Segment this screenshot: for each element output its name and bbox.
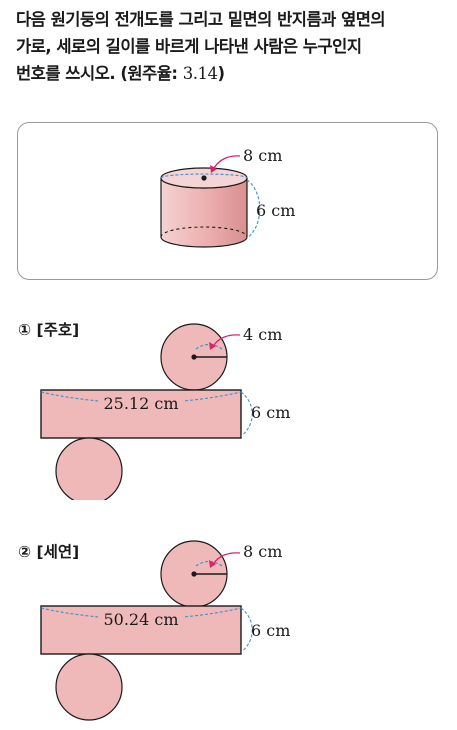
question-line-3: 번호를 쓰시오. (원주율: 3.14) xyxy=(16,60,446,87)
option-1-net-figure: 4 cm 25.12 cm 6 cm xyxy=(40,323,290,500)
height-dashed-brace xyxy=(246,179,261,239)
given-cylinder-box xyxy=(17,122,438,280)
option-2-radius-leader-arrow xyxy=(213,552,241,564)
option-2-center-dot xyxy=(191,571,197,577)
option-2-radius-label: 8 cm xyxy=(243,542,282,561)
option-1-radius-arrowhead xyxy=(209,342,216,350)
cylinder-bottom-hidden-edge xyxy=(160,226,248,238)
option-1-center-dot xyxy=(191,354,197,360)
option-1-bottom-circle xyxy=(55,437,123,500)
question-line-3-prefix: 번호를 쓰시오. (원주율: xyxy=(16,64,183,83)
option-2-height-label: 6 cm xyxy=(251,621,290,640)
question-text: 다음 원기둥의 전개도를 그리고 밑면의 반지름과 옆면의 가로, 세로의 길이… xyxy=(16,6,446,87)
question-line-1: 다음 원기둥의 전개도를 그리고 밑면의 반지름과 옆면의 xyxy=(16,10,386,29)
option-2-net-figure: 8 cm 50.24 cm 6 cm xyxy=(40,540,290,721)
question-line-3-suffix: ) xyxy=(217,64,226,83)
option-2-radius-dashed-arc xyxy=(195,560,223,567)
option-1-width-label: 25.12 cm xyxy=(103,394,178,413)
question-line-2: 가로, 세로의 길이를 바르게 나타낸 사람은 누구인지 xyxy=(16,37,362,56)
cylinder-figure: 8 cm 6 cm xyxy=(160,146,295,248)
option-2-label: ② [세연] xyxy=(18,543,80,561)
cylinder-diameter-label: 8 cm xyxy=(243,146,282,165)
option-1-radius-label: 4 cm xyxy=(243,325,282,344)
cylinder-height-label: 6 cm xyxy=(256,201,295,220)
option-2-width-label-bg xyxy=(98,611,184,628)
option-1-height-label: 6 cm xyxy=(251,403,290,422)
option-1-height-dashed-brace xyxy=(240,391,253,437)
diameter-leader-arrow xyxy=(213,155,241,169)
option-2-height-dashed-brace xyxy=(240,607,253,653)
option-2-bottom-circle xyxy=(55,653,123,721)
option-1-radius-dashed-arc xyxy=(195,343,223,350)
diameter-dashed-line xyxy=(160,173,248,179)
option-2-width-label: 50.24 cm xyxy=(103,610,178,629)
option-1-radius-leader-arrow xyxy=(213,334,241,346)
pi-value: 3.14 xyxy=(182,64,218,83)
option-1-label: ① [주호] xyxy=(18,321,80,339)
diameter-arrowhead xyxy=(210,165,217,173)
option-2-radius-arrowhead xyxy=(209,560,216,568)
option-1-width-label-bg xyxy=(98,395,184,412)
top-center-dot xyxy=(201,175,207,181)
